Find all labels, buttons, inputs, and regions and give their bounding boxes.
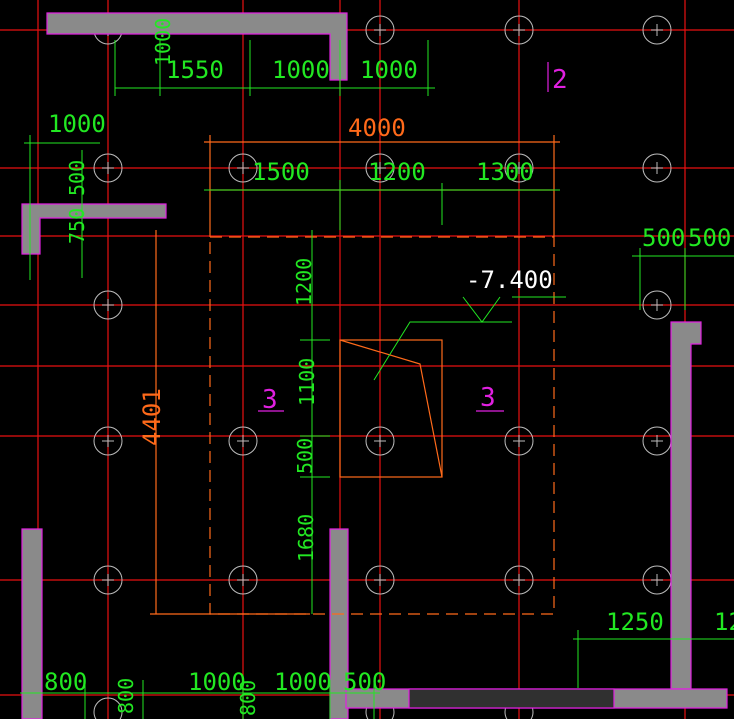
pile-marker[interactable] [93,153,123,183]
wall-center-lower[interactable] [329,528,349,719]
pile-marker[interactable] [642,290,672,320]
wall-top[interactable] [46,12,348,81]
dim-overall-height: 4401 [138,388,166,446]
pile-marker[interactable] [504,153,534,183]
dim-chain-2: 1100 [295,358,319,406]
section-label-right[interactable]: 3 [480,383,496,413]
dim-right-2: 500 [688,224,731,252]
dim-bottom-2: 1000 [188,668,246,696]
sump-slope-line [339,339,443,478]
pile-marker[interactable] [228,565,258,595]
pile-marker[interactable] [504,565,534,595]
dim-chain-3: 500 [293,438,317,474]
dim-top-left: 1000 [48,110,106,138]
pile-marker[interactable] [642,15,672,45]
pile-marker[interactable] [504,426,534,456]
pile-grid [93,15,672,719]
wall-left-upper[interactable] [21,203,167,255]
dim-bottom-1: 800 [44,668,87,696]
pile-marker[interactable] [504,15,534,45]
dim-top-4: 1000 [360,56,418,84]
pit-dashed-boundary[interactable] [209,236,555,615]
pile-marker[interactable] [93,426,123,456]
dim-bottom-mid-v: 800 [236,680,260,716]
elevation-triangle [462,296,501,323]
pile-marker[interactable] [228,153,258,183]
pile-marker[interactable] [365,15,395,45]
dim-bottom-3: 1000 [274,668,332,696]
dimension-lines [20,40,734,719]
dim-sub-1: 1500 [252,158,310,186]
pile-marker[interactable] [642,153,672,183]
pile-marker[interactable] [642,426,672,456]
dim-chain-1: 1200 [292,258,316,306]
wall-right[interactable] [670,321,702,690]
dim-top-2: 1550 [166,56,224,84]
pile-marker[interactable] [93,697,123,719]
pit-outline [150,135,560,615]
walls [21,12,728,719]
dim-right-1: 500 [642,224,685,252]
pile-marker[interactable] [365,565,395,595]
pile-marker[interactable] [365,426,395,456]
wall-bottom-hatch [408,688,615,709]
pile-marker[interactable] [93,565,123,595]
dim-top-3: 1000 [272,56,330,84]
dim-top-1: 1000 [151,18,175,66]
pile-marker[interactable] [93,290,123,320]
dim-left-col-1: 500 [65,160,89,196]
dim-sub-3: 1300 [476,158,534,186]
elevation-pointer [373,321,512,381]
elevation-label[interactable]: -7.400 [466,266,553,294]
dim-right-bottom-2: 12 [714,608,734,636]
dim-bottom-left-v: 800 [114,678,138,714]
dim-overall-width: 4000 [348,114,406,142]
dim-right-bottom-1: 1250 [606,608,664,636]
dimension-labels: 1000 1550 1000 1000 1000 4000 1500 1200 … [44,18,734,716]
wall-left-lower[interactable] [21,528,43,719]
dim-left-col-2: 750 [65,208,89,244]
axis-tag-label: 2 [552,65,568,95]
dim-sub-2: 1200 [368,158,426,186]
sump-box[interactable] [339,339,443,478]
dim-bottom-4: 500 [343,668,386,696]
section-label-left[interactable]: 3 [262,385,278,415]
dim-chain-4: 1680 [294,514,318,562]
pile-marker[interactable] [228,426,258,456]
pile-marker[interactable] [365,153,395,183]
